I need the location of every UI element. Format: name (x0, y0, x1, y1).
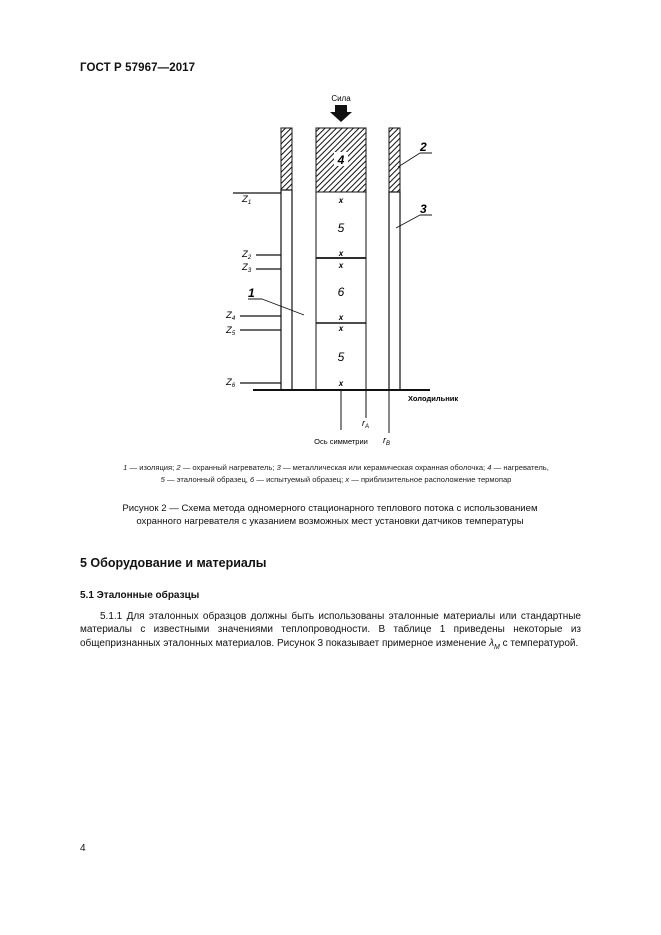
block-number-5-bottom: 5 (338, 350, 345, 364)
block-number-6: 6 (338, 285, 345, 299)
z3-label: Z3 (241, 262, 252, 274)
z2-label: Z2 (241, 249, 252, 261)
sample-stack (315, 127, 367, 391)
figure-caption: Рисунок 2 — Схема метода одномерного ста… (90, 502, 570, 528)
thermocouple-mark: x (338, 324, 344, 333)
lambda-symbol: λ (489, 637, 494, 649)
z5-label: Z5 (225, 325, 236, 337)
figure-diagram: Сила 4 5 6 5 x x x x x x Холодильник Ось… (225, 94, 458, 447)
figure-legend: 1 — изоляция; 2 — охранный нагреватель; … (123, 463, 549, 484)
caption-line-1: Рисунок 2 — Схема метода одномерного ста… (122, 503, 538, 514)
section-title: 5 Оборудование и материалы (80, 556, 267, 570)
caption-line-2: охранного нагревателя с указанием возмож… (136, 516, 524, 527)
z1-label: Z1 (241, 194, 251, 206)
z6-label: Z6 (225, 377, 236, 389)
force-label: Сила (331, 94, 351, 103)
thermocouple-mark: x (338, 196, 344, 205)
left-guard-column (280, 127, 293, 391)
callout-3: 3 (420, 202, 427, 216)
body-paragraph: 5.1.1 Для эталонных образцов должны быть… (80, 611, 581, 651)
thermocouple-mark: x (338, 313, 344, 322)
subsection-title: 5.1 Эталонные образцы (80, 590, 200, 601)
callout-1: 1 (248, 286, 255, 300)
block-number-4: 4 (337, 153, 345, 167)
right-guard-column (388, 127, 401, 391)
radius-b-label: rB (383, 435, 390, 447)
z4-label: Z4 (225, 310, 236, 322)
radius-a-label: rA (362, 418, 369, 430)
block-number-5-top: 5 (338, 221, 345, 235)
cold-plate-label: Холодильник (408, 394, 458, 403)
force-arrow-icon (330, 105, 352, 122)
thermocouple-mark: x (338, 379, 344, 388)
thermocouple-mark: x (338, 261, 344, 270)
thermocouple-mark: x (338, 249, 344, 258)
page-number: 4 (80, 843, 86, 854)
reference-sample-bottom (315, 322, 367, 391)
document-header: ГОСТ Р 57967—2017 (80, 62, 196, 74)
test-sample (315, 257, 367, 324)
callout-2: 2 (419, 140, 427, 154)
symmetry-axis-label: Ось симметрии (314, 437, 368, 446)
